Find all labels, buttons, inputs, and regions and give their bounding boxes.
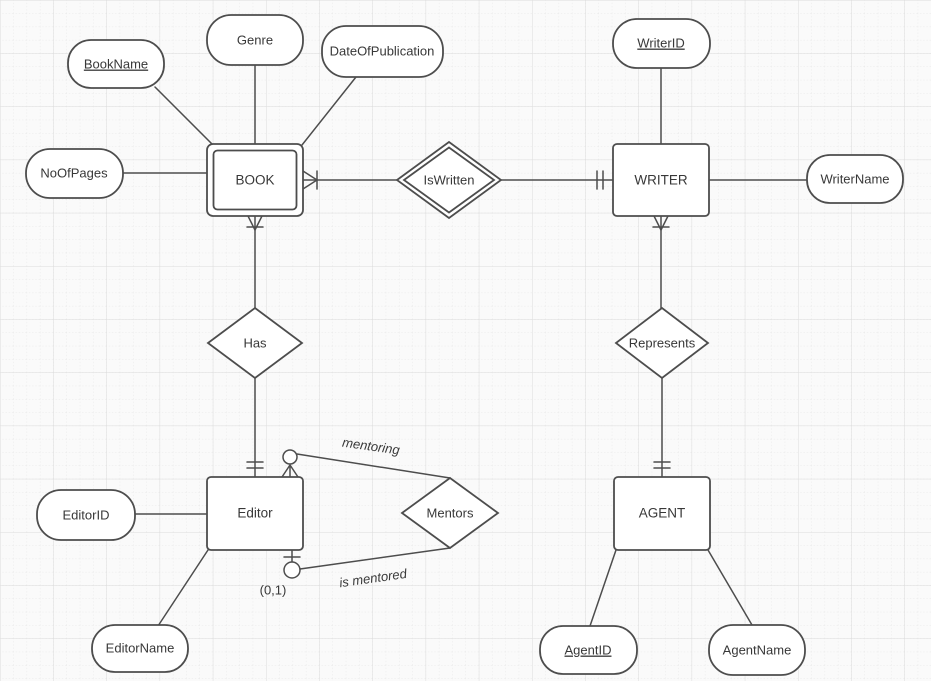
edge-editor-mentors-mentoring[interactable] [296, 453, 451, 479]
edge-dateofpublication-book[interactable] [301, 76, 357, 146]
entity-writer[interactable]: WRITER [612, 143, 710, 217]
relationship-represents[interactable]: Represents [614, 306, 710, 380]
relationship-mentors[interactable]: Mentors [400, 476, 500, 550]
relationship-mentors-label: Mentors [427, 506, 474, 521]
relationship-has[interactable]: Has [206, 306, 304, 380]
attribute-writerid-label: WriterID [637, 36, 684, 51]
entity-editor[interactable]: Editor [206, 476, 304, 551]
entity-book[interactable]: BOOK [206, 143, 304, 217]
zero-circle-mentoring [282, 449, 298, 465]
edge-bookname-book[interactable] [154, 86, 214, 146]
attribute-agentid-label: AgentID [565, 643, 612, 658]
crowsfoot-one-or-many-book [302, 170, 318, 190]
exactly-one-bars-writer [596, 170, 604, 190]
crowsfoot-one-or-many-writer [652, 215, 670, 231]
edge-editorname-editor[interactable] [157, 549, 209, 627]
attribute-writername-label: WriterName [820, 172, 889, 187]
edge-editor-mentors-is-mentored[interactable] [299, 547, 451, 570]
attribute-bookname-label: BookName [84, 57, 148, 72]
edge-label-cardinality-01[interactable]: (0,1) [260, 583, 287, 598]
relationship-iswritten[interactable]: IsWritten [395, 140, 503, 220]
attribute-agentname-label: AgentName [723, 643, 792, 658]
attribute-dateofpublication[interactable]: DateOfPublication [321, 25, 444, 78]
edge-agentname-agent[interactable] [707, 549, 753, 626]
relationship-iswritten-label: IsWritten [423, 173, 474, 188]
entity-editor-label: Editor [237, 506, 273, 521]
attribute-noofpages-label: NoOfPages [40, 166, 108, 181]
zero-circle-is-mentored [283, 561, 301, 579]
attribute-editorname-label: EditorName [106, 641, 175, 656]
attribute-agentname[interactable]: AgentName [708, 624, 806, 676]
edge-agentid-agent[interactable] [589, 549, 617, 627]
entity-agent-label: AGENT [639, 506, 686, 521]
attribute-dateofpublication-label: DateOfPublication [330, 44, 435, 59]
attribute-editorid[interactable]: EditorID [36, 489, 136, 541]
entity-agent[interactable]: AGENT [613, 476, 711, 551]
entity-writer-label: WRITER [634, 173, 687, 188]
crowsfoot-one-or-many-book-has [246, 215, 264, 231]
attribute-agentid[interactable]: AgentID [539, 625, 638, 675]
attribute-writername[interactable]: WriterName [806, 154, 904, 204]
attribute-bookname[interactable]: BookName [67, 39, 165, 89]
attribute-editorid-label: EditorID [63, 508, 110, 523]
relationship-has-label: Has [243, 336, 267, 351]
attribute-writerid[interactable]: WriterID [612, 18, 711, 69]
relationship-represents-label: Represents [629, 336, 696, 351]
exactly-one-bars-agent [653, 461, 671, 469]
exactly-one-bars-editor [246, 461, 264, 469]
attribute-editorname[interactable]: EditorName [91, 624, 189, 673]
entity-book-label: BOOK [235, 173, 274, 188]
attribute-genre-label: Genre [237, 33, 273, 48]
attribute-noofpages[interactable]: NoOfPages [25, 148, 124, 199]
crowsfoot-many-mentoring [281, 464, 299, 478]
attribute-genre[interactable]: Genre [206, 14, 304, 66]
